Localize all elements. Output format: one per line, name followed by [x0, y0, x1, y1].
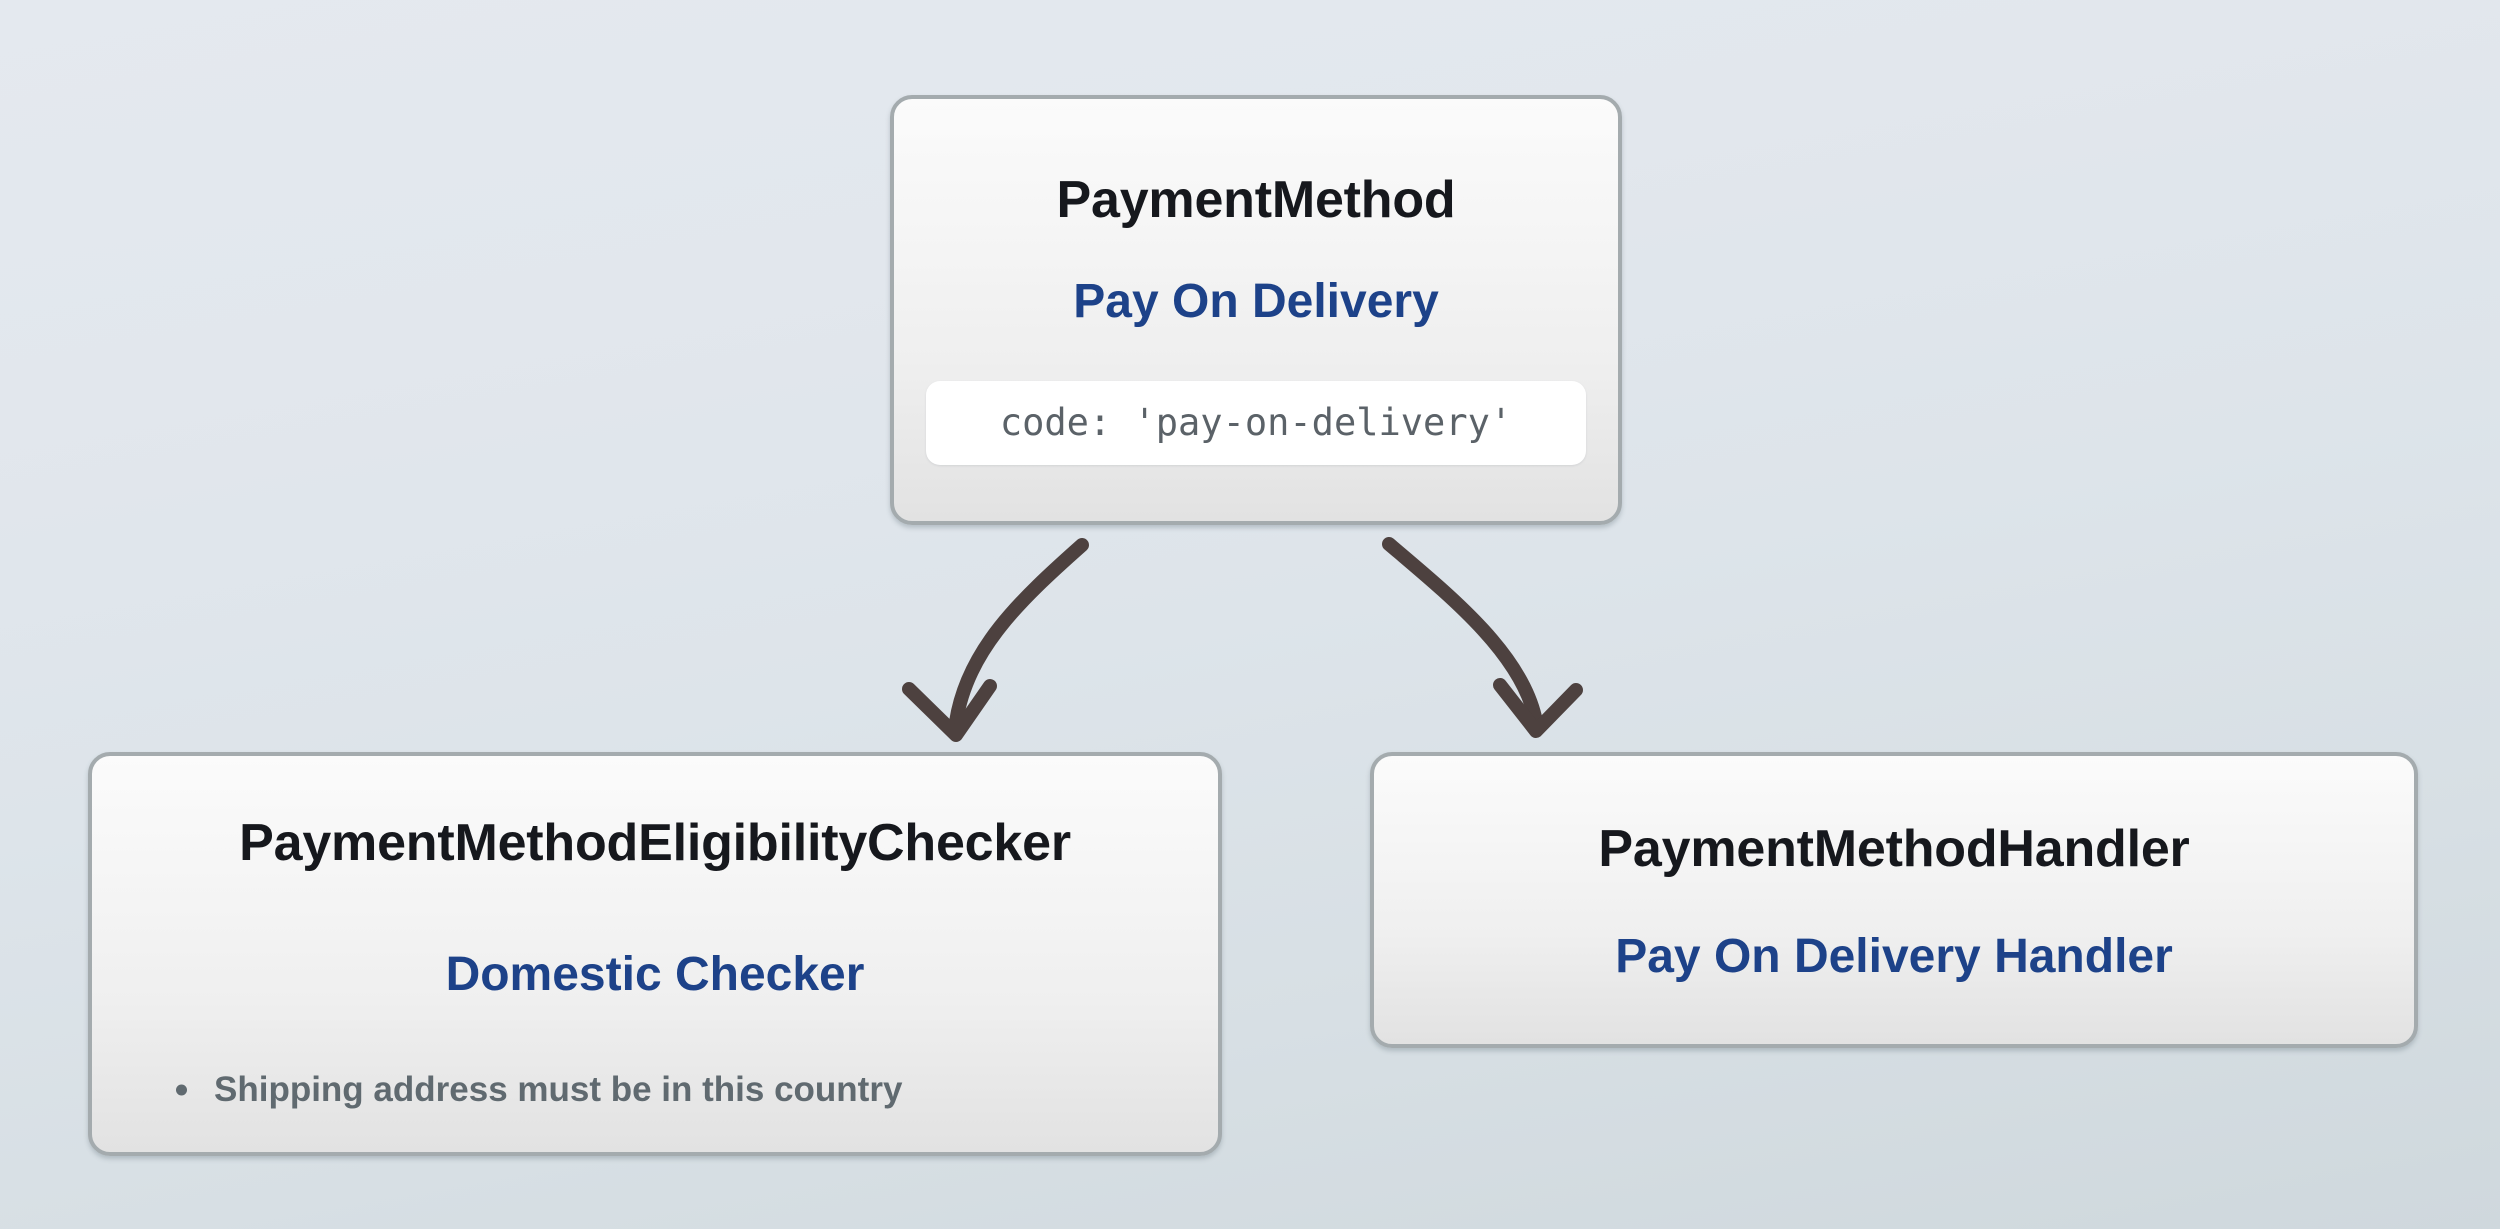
list-item: Shipping address must be in this country — [176, 1068, 1186, 1112]
node-payment-method-handler-subtitle: Pay On Delivery Handler — [1615, 930, 2173, 983]
node-eligibility-checker-bullet-list: Shipping address must be in this country — [124, 1068, 1186, 1112]
bullet-dot-icon — [176, 1084, 187, 1096]
node-eligibility-checker-subtitle: Domestic Checker — [445, 948, 865, 1001]
node-payment-method-title: PaymentMethod — [1056, 171, 1456, 229]
node-payment-method-eligibility-checker[interactable]: PaymentMethodEligibilityChecker Domestic… — [88, 752, 1222, 1156]
node-payment-method-handler[interactable]: PaymentMethodHandler Pay On Delivery Han… — [1370, 752, 2418, 1048]
node-payment-method-handler-title: PaymentMethodHandler — [1598, 820, 2190, 878]
node-payment-method-code-badge: code: 'pay-on-delivery' — [926, 381, 1586, 465]
arrow-payment-method-to-eligibility-checker — [902, 538, 1089, 742]
node-eligibility-checker-title: PaymentMethodEligibilityChecker — [239, 814, 1071, 872]
arrow-payment-method-to-handler — [1382, 537, 1583, 738]
node-payment-method-subtitle: Pay On Delivery — [1073, 275, 1439, 328]
bullet-text: Shipping address must be in this country — [214, 1070, 903, 1109]
node-payment-method[interactable]: PaymentMethod Pay On Delivery code: 'pay… — [890, 95, 1622, 525]
